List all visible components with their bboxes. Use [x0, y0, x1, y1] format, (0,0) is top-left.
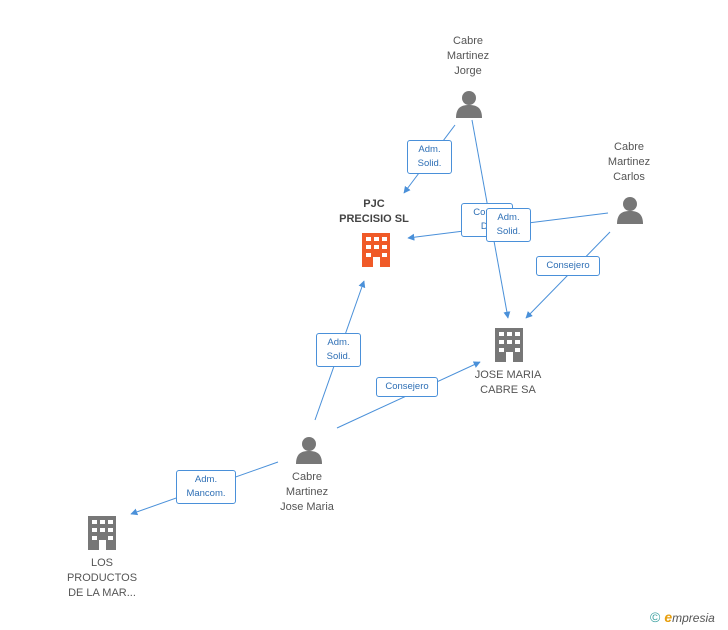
- edge-label-carlos-pjc[interactable]: Adm. Solid.: [486, 208, 531, 242]
- node-label-jose-maria-sa[interactable]: JOSE MARIA CABRE SA: [474, 369, 542, 396]
- node-label-jorge[interactable]: Cabre Martinez Jorge: [446, 35, 490, 77]
- edge-label-carlos-jmsa[interactable]: Consejero: [536, 256, 600, 276]
- building-icon[interactable]: [88, 516, 116, 550]
- building-icon[interactable]: [362, 233, 390, 267]
- empresia-footer: © empresia: [650, 609, 715, 625]
- building-icon[interactable]: [495, 328, 523, 362]
- node-label-los-productos[interactable]: LOS PRODUCTOS DE LA MAR...: [66, 557, 138, 599]
- node-label-jose-maria[interactable]: Cabre Martinez Jose Maria: [280, 471, 334, 513]
- copyright-icon: ©: [650, 609, 661, 625]
- brand-logo: empresia: [664, 609, 715, 625]
- edge-label-josemaria-productos[interactable]: Adm. Mancom.: [176, 470, 236, 504]
- node-label-pjc[interactable]: PJC PRECISIO SL: [339, 198, 409, 225]
- person-icon[interactable]: [296, 437, 322, 464]
- person-icon[interactable]: [456, 91, 482, 118]
- person-icon[interactable]: [617, 197, 643, 224]
- edge-label-josemaria-jmsa[interactable]: Consejero: [376, 377, 438, 397]
- edge-label-josemaria-pjc[interactable]: Adm. Solid.: [316, 333, 361, 367]
- edge-label-jorge-pjc[interactable]: Adm. Solid.: [407, 140, 452, 174]
- node-label-carlos[interactable]: Cabre Martinez Carlos: [607, 141, 651, 183]
